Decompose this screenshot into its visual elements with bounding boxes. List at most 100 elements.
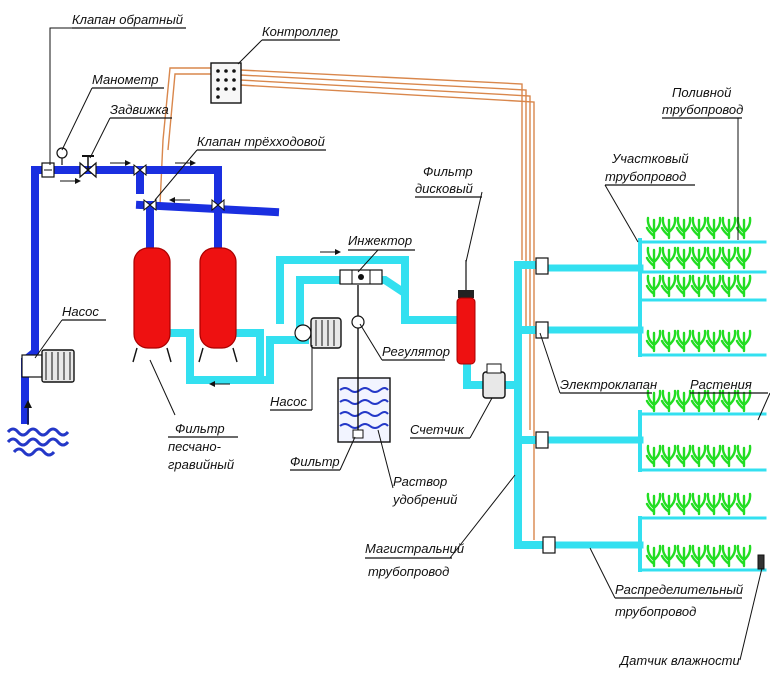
plant-icon (660, 274, 677, 298)
leader-lines (34, 27, 770, 661)
plant-icon (705, 444, 722, 468)
water-source (6, 400, 70, 457)
label-section-pipe-2: трубопровод (605, 169, 686, 184)
disc-filter-icon (456, 260, 476, 365)
plant-icon (705, 329, 722, 353)
moisture-sensor-icon (757, 554, 765, 570)
plant-icon (690, 274, 707, 298)
plant-icon (720, 216, 737, 240)
label-dist-pipe-2: трубопровод (615, 604, 696, 619)
label-pressure-gauge: Манометр (92, 72, 159, 87)
plant-icon (675, 329, 692, 353)
gate-valve-icon (79, 155, 97, 179)
plant-icon (720, 492, 737, 516)
plant-icon (705, 246, 722, 270)
sand-filter-tanks (132, 247, 238, 363)
plant-icon (645, 246, 662, 270)
label-sand-filter-1: Фильтр (175, 421, 225, 436)
label-check-valve: Клапан обратный (72, 12, 183, 27)
label-irrigation-pipe-1: Поливной (672, 85, 731, 100)
plant-icon (660, 246, 677, 270)
label-sand-filter-3: гравийный (168, 457, 234, 472)
label-meter: Счетчик (410, 422, 465, 437)
controller-icon (210, 62, 242, 104)
plant-icon (735, 544, 752, 568)
plant-icon (675, 444, 692, 468)
label-irrigation-pipe-2: трубопровод (662, 102, 743, 117)
plant-icon (720, 544, 737, 568)
plant-icon (660, 492, 677, 516)
distribution-pipes (164, 238, 767, 572)
labels: Клапан обратный Манометр Задвижка Контро… (62, 12, 768, 668)
plant-icon (690, 216, 707, 240)
plant-icon (645, 216, 662, 240)
sand-filter-tank-right (198, 247, 238, 363)
plant-icon (705, 389, 722, 413)
sand-filter-tank-left (132, 247, 172, 363)
plant-icon (675, 246, 692, 270)
plant-icon (720, 329, 737, 353)
label-disc-filter-1: Фильтр (423, 164, 473, 179)
plant-icon (645, 492, 662, 516)
label-pump-fert: Насос (270, 394, 307, 409)
plant-icon (645, 444, 662, 468)
main-pump-icon (21, 349, 75, 383)
plant-icon (690, 329, 707, 353)
plant-icon (690, 444, 707, 468)
check-valve-icon (41, 162, 55, 178)
plant-icon (660, 216, 677, 240)
plant-icon (735, 389, 752, 413)
plant-icon (645, 389, 662, 413)
injector-icon (339, 269, 383, 285)
fertilizer-pump-icon (294, 317, 342, 349)
plant-icon (735, 444, 752, 468)
label-main-pipe-2: трубопровод (368, 564, 449, 579)
controller-wires (159, 67, 535, 540)
label-fertilizer-2: удобрений (392, 492, 457, 507)
label-fertilizer-1: Раствор (393, 474, 447, 489)
water-meter-icon (482, 363, 506, 399)
plant-icon (675, 492, 692, 516)
plant-icon (645, 544, 662, 568)
plant-icon (705, 274, 722, 298)
plant-icon (675, 544, 692, 568)
plant-icon (705, 492, 722, 516)
label-main-pipe-1: Магистральний (365, 541, 464, 556)
label-section-pipe-1: Участковый (611, 151, 689, 166)
plant-icon (645, 329, 662, 353)
plant-icon (720, 389, 737, 413)
label-three-way-valve: Клапан трёхходовой (197, 134, 325, 149)
flow-arrows (60, 160, 341, 387)
plant-icon (720, 246, 737, 270)
plant-icon (675, 274, 692, 298)
plant-icon (660, 544, 677, 568)
plant-icon (675, 216, 692, 240)
label-dist-pipe-1: Распределительный (615, 582, 743, 597)
label-sand-filter-2: песчано- (168, 439, 222, 454)
plant-icon (735, 246, 752, 270)
pressure-pipes (21, 166, 280, 424)
plant-icon (735, 329, 752, 353)
regulator-icon (351, 285, 365, 329)
plant-icon (735, 274, 752, 298)
fertilizer-tank (337, 328, 391, 443)
label-pump-main: Насос (62, 304, 99, 319)
plant-icon (720, 444, 737, 468)
plant-icon (705, 216, 722, 240)
plant-icon (720, 274, 737, 298)
plant-icon (705, 544, 722, 568)
three-way-valve-icon (133, 163, 225, 212)
plants-field (645, 216, 752, 568)
label-controller: Контроллер (262, 24, 338, 39)
plant-icon (660, 329, 677, 353)
plant-icon (690, 544, 707, 568)
label-plants: Растения (690, 377, 752, 392)
plant-icon (660, 444, 677, 468)
solenoid-valves (535, 257, 556, 554)
plant-icon (660, 389, 677, 413)
label-injector: Инжектор (348, 233, 412, 248)
pressure-gauge-icon (56, 147, 68, 165)
label-solenoid-valve: Электроклапан (560, 377, 657, 392)
label-disc-filter-2: дисковый (415, 181, 473, 196)
